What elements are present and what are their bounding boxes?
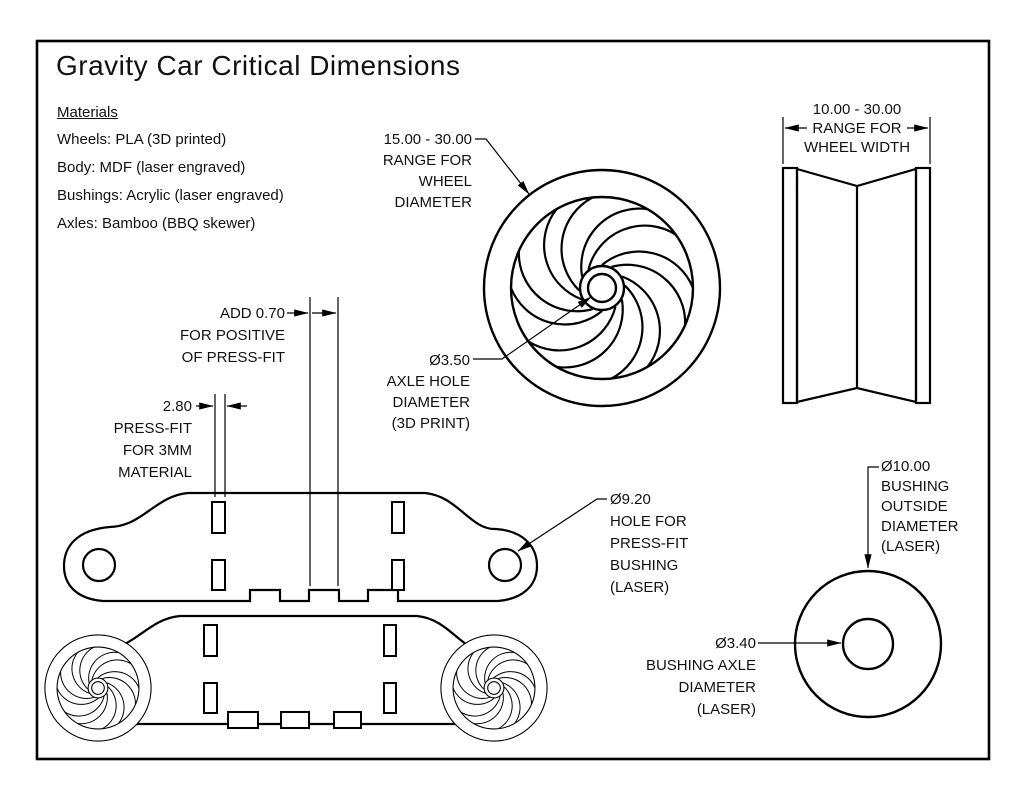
bushing-view bbox=[793, 569, 943, 719]
callout-line: OUTSIDE bbox=[881, 498, 948, 515]
assembled-body-slots bbox=[203, 624, 397, 714]
body-left-bushing-hole bbox=[81, 547, 117, 583]
body-right-bushing-hole bbox=[487, 547, 523, 583]
add-press-fit-callout: ADD 0.70 FOR POSITIVE OF PRESS-FIT bbox=[180, 303, 285, 369]
wheel-width-callout: 10.00 - 30.00 RANGE FOR WHEEL WIDTH bbox=[757, 100, 957, 157]
wheel-front-view bbox=[484, 170, 720, 406]
wheel-diameter-callout: 15.00 - 30.00 RANGE FOR WHEEL DIAMETER bbox=[383, 129, 472, 213]
materials-block: Materials Wheels: PLA (3D printed) Body:… bbox=[57, 104, 284, 243]
callout-line: (3D PRINT) bbox=[391, 415, 470, 432]
wheel-diameter-leader bbox=[475, 138, 530, 195]
bushing-press-fit-hole-callout: Ø9.20 HOLE FOR PRESS-FIT BUSHING (LASER) bbox=[610, 489, 688, 599]
assembled-view bbox=[54, 614, 531, 729]
callout-line: Ø3.50 bbox=[429, 352, 470, 369]
callout-line: RANGE FOR bbox=[382, 152, 472, 169]
assembled-left-wheel bbox=[45, 635, 151, 741]
callout-line: RANGE FOR bbox=[812, 120, 902, 137]
callout-line: DIAMETER bbox=[392, 394, 470, 411]
callout-line: AXLE HOLE bbox=[386, 373, 470, 390]
callout-line: Ø3.40 bbox=[715, 635, 756, 652]
callout-line: (LASER) bbox=[610, 579, 670, 596]
axle-hole-leader bbox=[473, 296, 592, 360]
bushing-id-callout: Ø3.40 BUSHING AXLE DIAMETER (LASER) bbox=[646, 633, 756, 721]
callout-line: BUSHING bbox=[610, 557, 679, 574]
callout-line: MATERIAL bbox=[118, 464, 192, 481]
bushing-od-leader bbox=[864, 466, 879, 569]
callout-line: PRESS-FIT bbox=[113, 420, 192, 437]
callout-line: DIAMETER bbox=[881, 518, 959, 535]
callout-line: Ø9.20 bbox=[610, 491, 651, 508]
wheel-side-view bbox=[781, 166, 932, 405]
axle-hole-callout: Ø3.50 AXLE HOLE DIAMETER (3D PRINT) bbox=[387, 350, 470, 434]
callout-line: Ø10.00 bbox=[881, 458, 931, 475]
callout-line: FOR 3MM bbox=[122, 442, 192, 459]
dimension-lines bbox=[196, 117, 931, 647]
page-title: Gravity Car Critical Dimensions bbox=[56, 50, 461, 81]
body-side-view bbox=[62, 491, 539, 603]
callout-line: ADD 0.70 bbox=[219, 305, 285, 322]
body-slots bbox=[211, 501, 405, 591]
callout-line: (LASER) bbox=[881, 538, 941, 555]
material-body: Body: MDF (laser engraved) bbox=[57, 159, 246, 176]
callout-line: PRESS-FIT bbox=[610, 535, 689, 552]
callout-line: HOLE FOR bbox=[610, 513, 687, 530]
body-outline bbox=[62, 491, 539, 603]
bushing-hole-leader bbox=[517, 498, 607, 552]
materials-heading: Materials bbox=[57, 104, 118, 121]
material-wheels: Wheels: PLA (3D printed) bbox=[57, 131, 227, 148]
callout-line: DIAMETER bbox=[678, 679, 756, 696]
assembled-right-wheel bbox=[441, 635, 547, 741]
material-bushings: Bushings: Acrylic (laser engraved) bbox=[57, 187, 284, 204]
callout-line: OF PRESS-FIT bbox=[181, 349, 285, 366]
callout-line: 15.00 - 30.00 bbox=[383, 131, 472, 148]
cross-member-tabs bbox=[227, 711, 362, 729]
callout-line: WHEEL bbox=[418, 173, 472, 190]
callout-line: BUSHING AXLE bbox=[645, 657, 756, 674]
material-axles: Axles: Bamboo (BBQ skewer) bbox=[57, 215, 256, 232]
callout-line: (LASER) bbox=[696, 701, 756, 718]
bushing-inner-circle bbox=[841, 617, 895, 671]
callout-line: WHEEL WIDTH bbox=[803, 139, 911, 156]
callout-line: BUSHING bbox=[881, 478, 950, 495]
spool-right-rim bbox=[914, 166, 932, 405]
bushing-od-callout: Ø10.00 BUSHING OUTSIDE DIAMETER (LASER) bbox=[881, 457, 959, 557]
spool-left-rim bbox=[781, 166, 799, 405]
press-fit-callout: 2.80 PRESS-FIT FOR 3MM MATERIAL bbox=[114, 396, 192, 484]
callout-line: FOR POSITIVE bbox=[179, 327, 285, 344]
callout-line: 2.80 bbox=[162, 398, 192, 415]
callout-line: 10.00 - 30.00 bbox=[812, 101, 902, 118]
callout-line: DIAMETER bbox=[394, 194, 472, 211]
bushing-outer-circle bbox=[793, 569, 943, 719]
sheet-border bbox=[35, 39, 991, 761]
